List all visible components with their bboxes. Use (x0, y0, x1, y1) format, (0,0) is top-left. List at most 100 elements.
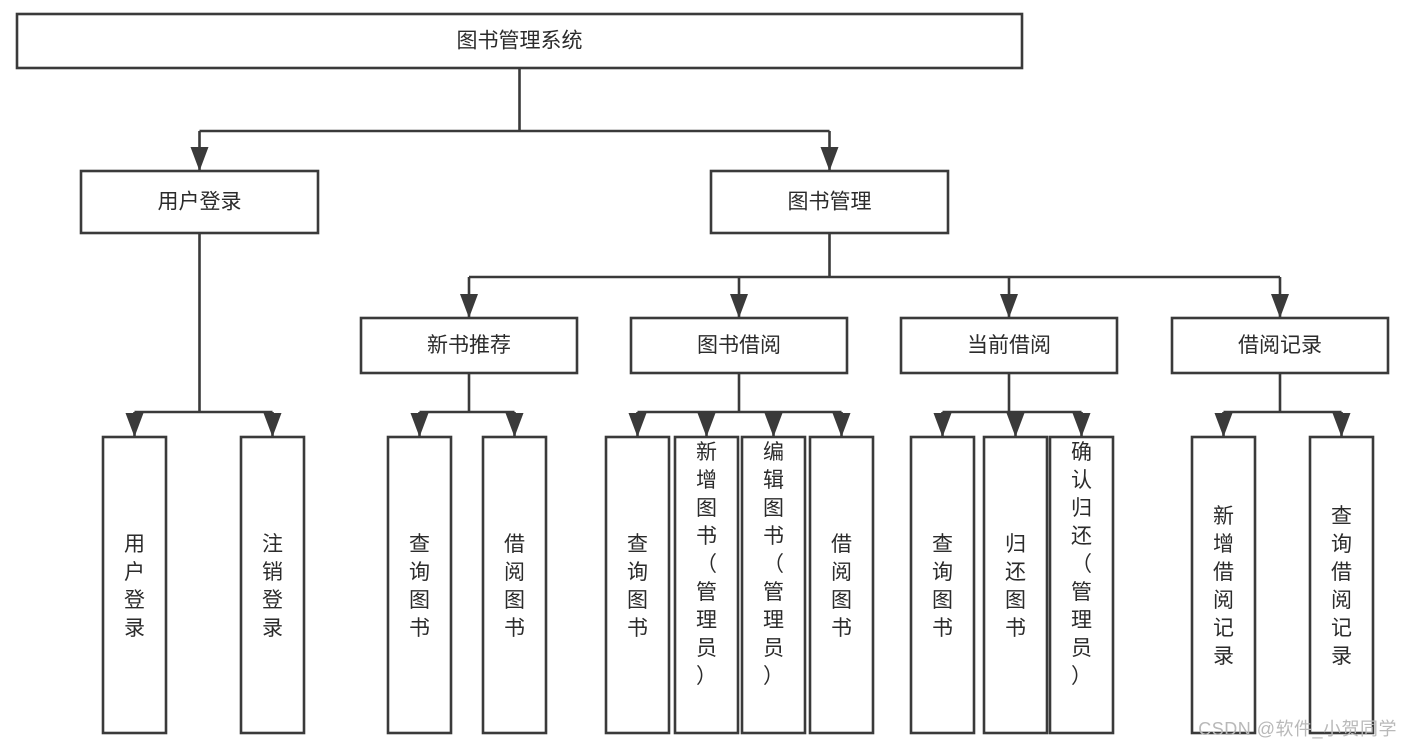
arrow-head-icon (505, 413, 524, 437)
node-box[interactable] (909, 435, 976, 735)
node-label-char: 图 (504, 589, 525, 612)
arrow-head-icon (1332, 413, 1351, 437)
node-label-char: 借 (831, 533, 852, 556)
leaf-node-12[interactable]: 新增借阅记录新增借阅记录 (1190, 435, 1257, 735)
arrow-head-icon (628, 413, 647, 437)
leaf-node-10[interactable]: 归还图书归还图书 (982, 435, 1049, 735)
node-label: 借阅记录 (1238, 334, 1322, 357)
node-box[interactable] (982, 435, 1049, 735)
node-label-char: 图 (696, 497, 717, 520)
node-box[interactable] (239, 435, 306, 735)
node-box[interactable] (15, 12, 1024, 70)
level2-node-1[interactable]: 用户登录 (79, 169, 320, 235)
leaf-node-5[interactable]: 查询图书查询图书 (604, 435, 671, 735)
node-box[interactable] (101, 435, 168, 735)
node-box[interactable] (359, 316, 579, 375)
node-label-char: 图 (831, 589, 852, 612)
node-box[interactable] (386, 435, 453, 735)
node-label: 图书管理系统 (457, 30, 583, 53)
leaf-node-4[interactable]: 借阅图书借阅图书 (481, 435, 548, 735)
node-label-char: 用 (124, 533, 145, 556)
node-label: 用户登录 (158, 191, 242, 214)
node-label-char: 书 (409, 617, 430, 640)
nodes-layer: 图书管理系统用户登录图书管理新书推荐图书借阅当前借阅借阅记录用户登录用户登录注销… (15, 12, 1390, 735)
node-label: 新书推荐 (427, 334, 511, 357)
arrow-head-icon (1214, 413, 1233, 437)
node-label-char: 管 (1071, 581, 1092, 604)
arrow-head-icon (730, 294, 748, 318)
node-label-char: 询 (1331, 533, 1352, 556)
node-box[interactable] (1190, 435, 1257, 735)
leaf-node-2[interactable]: 注销登录注销登录 (239, 435, 306, 735)
node-label-char: （ (696, 553, 717, 576)
connectors-layer (125, 68, 1351, 437)
node-label-char: 录 (1213, 645, 1234, 668)
node-label-char: 编 (763, 441, 784, 464)
node-box[interactable] (899, 316, 1119, 375)
node-label-char: 记 (1213, 617, 1234, 640)
node-box[interactable] (79, 169, 320, 235)
node-label-char: 查 (932, 533, 953, 556)
node-label-char: 新 (1213, 505, 1234, 528)
node-label-char: 图 (932, 589, 953, 612)
node-box[interactable] (808, 435, 875, 735)
node-label-char: （ (763, 553, 784, 576)
node-box[interactable] (709, 169, 950, 235)
node-label-char: 注 (262, 533, 283, 556)
node-box[interactable] (481, 435, 548, 735)
level3-node-3[interactable]: 当前借阅 (899, 316, 1119, 375)
node-label-char: 销 (262, 561, 283, 584)
node-label-char: 增 (1213, 533, 1234, 556)
arrow-head-icon (263, 413, 282, 437)
leaf-node-1[interactable]: 用户登录用户登录 (101, 435, 168, 735)
node-label-char: 书 (763, 525, 784, 548)
arrow-head-icon (460, 294, 478, 318)
node-box[interactable] (1048, 435, 1115, 735)
node-label-char: 记 (1331, 617, 1352, 640)
node-label-char: （ (1071, 553, 1092, 576)
node-label-char: 询 (409, 561, 430, 584)
leaf-node-8[interactable]: 借阅图书借阅图书 (808, 435, 875, 735)
node-label-char: 登 (262, 589, 283, 612)
node-box[interactable] (673, 435, 740, 735)
level2-node-2[interactable]: 图书管理 (709, 169, 950, 235)
node-label-char: 登 (124, 589, 145, 612)
node-label-char: 确 (1071, 441, 1092, 464)
node-label-char: 归 (1005, 533, 1026, 556)
level3-node-2[interactable]: 图书借阅 (629, 316, 849, 375)
node-label-char: 辑 (763, 469, 784, 492)
node-label-char: 管 (763, 581, 784, 604)
node-box[interactable] (1308, 435, 1375, 735)
node-label-char: ） (696, 665, 717, 688)
node-label-char: 书 (504, 617, 525, 640)
arrow-head-icon (410, 413, 429, 437)
node-label-char: 增 (696, 469, 717, 492)
node-label-char: 员 (696, 637, 717, 660)
node-box[interactable] (629, 316, 849, 375)
node-label-char: 书 (627, 617, 648, 640)
arrow-head-icon (820, 147, 839, 171)
level3-node-4[interactable]: 借阅记录 (1170, 316, 1390, 375)
leaf-node-9[interactable]: 查询图书查询图书 (909, 435, 976, 735)
node-label-char: 书 (932, 617, 953, 640)
node-label-char: 阅 (1213, 589, 1234, 612)
node-label-char: 书 (696, 525, 717, 548)
leaf-node-13[interactable]: 查询借阅记录查询借阅记录 (1308, 435, 1375, 735)
node-box[interactable] (740, 435, 807, 735)
node-box[interactable] (1170, 316, 1390, 375)
node-label-char: 借 (504, 533, 525, 556)
leaf-node-3[interactable]: 查询图书查询图书 (386, 435, 453, 735)
arrow-head-icon (764, 413, 783, 437)
arrow-head-icon (1000, 294, 1018, 318)
level3-node-1[interactable]: 新书推荐 (359, 316, 579, 375)
arrow-head-icon (1271, 294, 1289, 318)
arrow-head-icon (1072, 413, 1091, 437)
root-node-1[interactable]: 图书管理系统 (15, 12, 1024, 70)
node-box[interactable] (604, 435, 671, 735)
node-label: 当前借阅 (967, 334, 1051, 357)
node-label-char: 图 (763, 497, 784, 520)
